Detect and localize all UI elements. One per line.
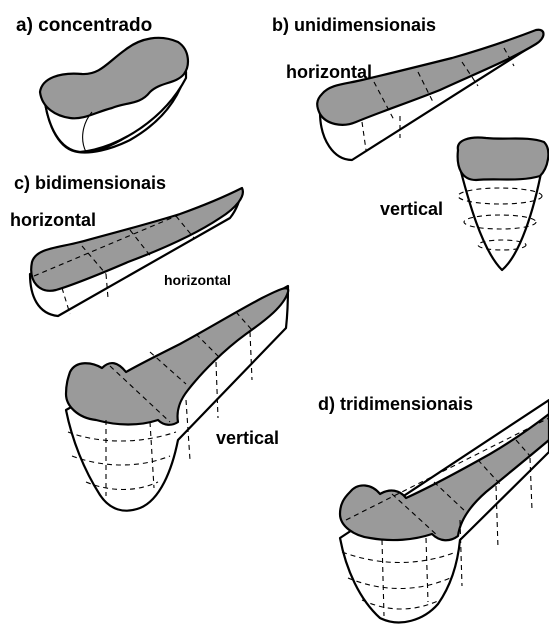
label-c-vertical: vertical: [216, 428, 279, 448]
label-c-horizontal-small: horizontal: [164, 272, 231, 288]
shape-3d: [340, 400, 549, 622]
label-unidimensionais: b) unidimensionais: [272, 15, 436, 35]
label-tridimensionais: d) tridimensionais: [318, 394, 473, 414]
label-concentrado: a) concentrado: [16, 15, 152, 36]
label-bidimensionais: c) bidimensionais: [14, 173, 166, 193]
label-c-horizontal: horizontal: [10, 210, 96, 230]
shape-1d-vertical: [458, 138, 549, 271]
label-b-horizontal: horizontal: [286, 62, 372, 82]
shape-2d-horizontal: [30, 188, 243, 316]
label-b-vertical: vertical: [380, 199, 443, 219]
shape-2d-vertical: [66, 286, 288, 511]
shape-concentrated: [40, 38, 188, 153]
